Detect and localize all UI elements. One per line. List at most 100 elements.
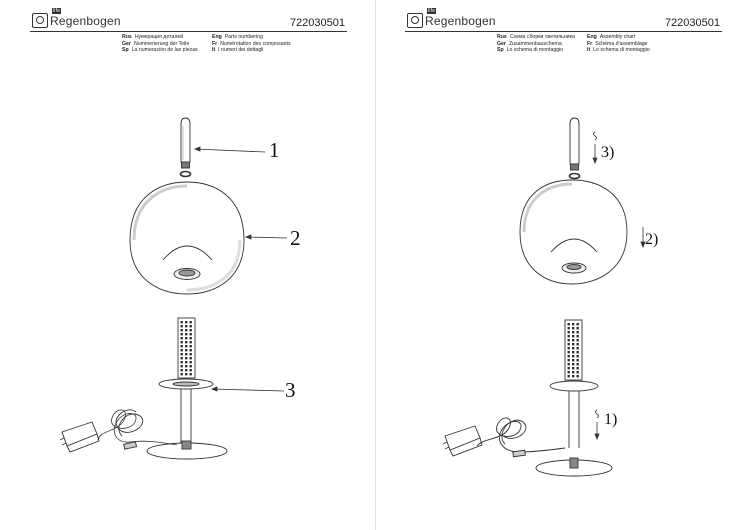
title-text: Lo schema di montaggio — [506, 47, 564, 54]
brand-name: Regenbogen — [425, 13, 496, 28]
callout-3: 3 — [285, 378, 296, 402]
brand-logo: life Regenbogen — [32, 7, 121, 28]
led-dot — [185, 333, 188, 336]
led-dot — [576, 371, 579, 374]
led-dot — [576, 359, 579, 362]
led-dot — [185, 373, 188, 376]
leader-line-3 — [211, 388, 285, 392]
led-dot — [189, 333, 192, 336]
led-dot — [185, 369, 188, 372]
bulb-tube — [568, 117, 581, 180]
led-dot — [567, 343, 570, 346]
led-dot — [189, 329, 192, 332]
led-dot — [185, 341, 188, 344]
lang-code: Rus — [497, 34, 507, 40]
led-dot — [180, 369, 183, 372]
led-dot — [567, 359, 570, 362]
led-dot — [180, 373, 183, 376]
step-1-label: 1) — [604, 411, 618, 428]
led-dot — [576, 375, 579, 378]
parts-drawing — [59, 117, 288, 460]
led-dot — [185, 353, 188, 356]
lang-code: Sp — [497, 47, 504, 54]
step-3-label: 3) — [601, 144, 615, 161]
led-dot — [572, 375, 575, 378]
brand-badge: life — [427, 7, 437, 14]
led-dot — [576, 347, 579, 350]
leader-line-2 — [245, 236, 288, 239]
title-text: Lo schema di montaggio — [593, 47, 650, 54]
led-dot — [572, 331, 575, 334]
callout-1: 1 — [269, 138, 280, 162]
led-array — [567, 323, 579, 378]
led-dot — [180, 357, 183, 360]
led-dot — [180, 361, 183, 364]
led-dot — [185, 325, 188, 328]
led-dot — [189, 361, 192, 364]
lang-code: Ger — [497, 40, 506, 47]
led-dot — [572, 351, 575, 354]
led-dot — [180, 341, 183, 344]
title-text: Numérotation des composants — [220, 40, 291, 47]
led-dot — [189, 337, 192, 340]
power-cord — [442, 417, 566, 458]
led-dot — [567, 323, 570, 326]
led-dot — [189, 357, 192, 360]
led-dot — [180, 321, 183, 324]
led-dot — [180, 333, 183, 336]
glass-sphere — [129, 181, 245, 295]
led-dot — [567, 331, 570, 334]
lang-code: Sp — [122, 47, 129, 54]
led-dot — [572, 363, 575, 366]
led-dot — [185, 345, 188, 348]
led-dot — [567, 371, 570, 374]
led-dot — [576, 331, 579, 334]
leader-line-1 — [194, 148, 266, 153]
rotate-icon — [593, 131, 597, 141]
led-dot — [576, 343, 579, 346]
led-dot — [567, 375, 570, 378]
led-dot — [180, 345, 183, 348]
led-dot — [567, 355, 570, 358]
led-dot — [185, 329, 188, 332]
led-dot — [189, 349, 192, 352]
led-dot — [572, 343, 575, 346]
header-rule — [405, 31, 722, 32]
lang-code: It — [587, 47, 591, 54]
led-dot — [185, 349, 188, 352]
led-dot — [576, 335, 579, 338]
led-dot — [189, 325, 192, 328]
led-dot — [567, 347, 570, 350]
title-text: Assembly chart — [599, 34, 636, 40]
document-code: 722030501 — [664, 17, 720, 29]
brand-logo-icon — [407, 13, 423, 28]
brand-logo-icon — [32, 13, 48, 28]
title-text: Нумерация деталей — [134, 34, 184, 40]
led-array — [180, 321, 192, 376]
brand-name: Regenbogen — [50, 13, 121, 28]
led-dot — [189, 373, 192, 376]
led-dot — [185, 357, 188, 360]
assembly-drawing — [442, 117, 646, 477]
led-dot — [576, 351, 579, 354]
led-dot — [576, 355, 579, 358]
lang-code: Ger — [122, 40, 131, 47]
lang-code: Eng — [212, 34, 222, 40]
title-text: Zusammenbauschema — [508, 40, 562, 47]
led-dot — [572, 339, 575, 342]
led-dot — [572, 355, 575, 358]
lang-code: Eng — [587, 34, 597, 40]
led-dot — [572, 367, 575, 370]
led-dot — [572, 335, 575, 338]
page-divider — [375, 0, 376, 530]
led-dot — [189, 365, 192, 368]
led-dot — [567, 351, 570, 354]
